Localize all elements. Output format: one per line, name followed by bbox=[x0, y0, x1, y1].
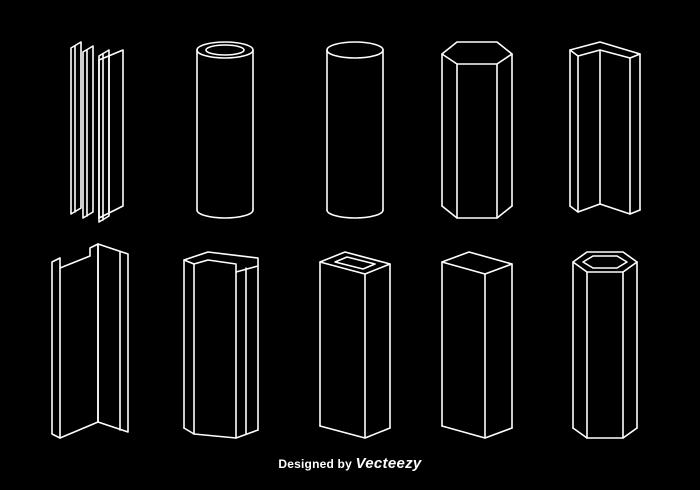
square-bar-icon bbox=[441, 251, 513, 439]
vecteezy-logo: Vecteezy bbox=[355, 455, 422, 472]
channel-beam-top-icon bbox=[70, 41, 124, 223]
u-channel-icon bbox=[183, 251, 259, 439]
designer-credit: Designed by Vecteezy bbox=[0, 455, 700, 472]
round-tube-icon bbox=[196, 41, 254, 219]
hexagonal-bar-icon bbox=[441, 41, 513, 219]
square-tube-icon bbox=[319, 251, 391, 439]
hexagonal-tube-icon bbox=[572, 251, 638, 439]
h-beam-icon bbox=[51, 243, 129, 439]
angle-beam-icon bbox=[569, 41, 641, 215]
round-bar-icon bbox=[326, 41, 384, 219]
credit-prefix: Designed by bbox=[278, 457, 352, 471]
